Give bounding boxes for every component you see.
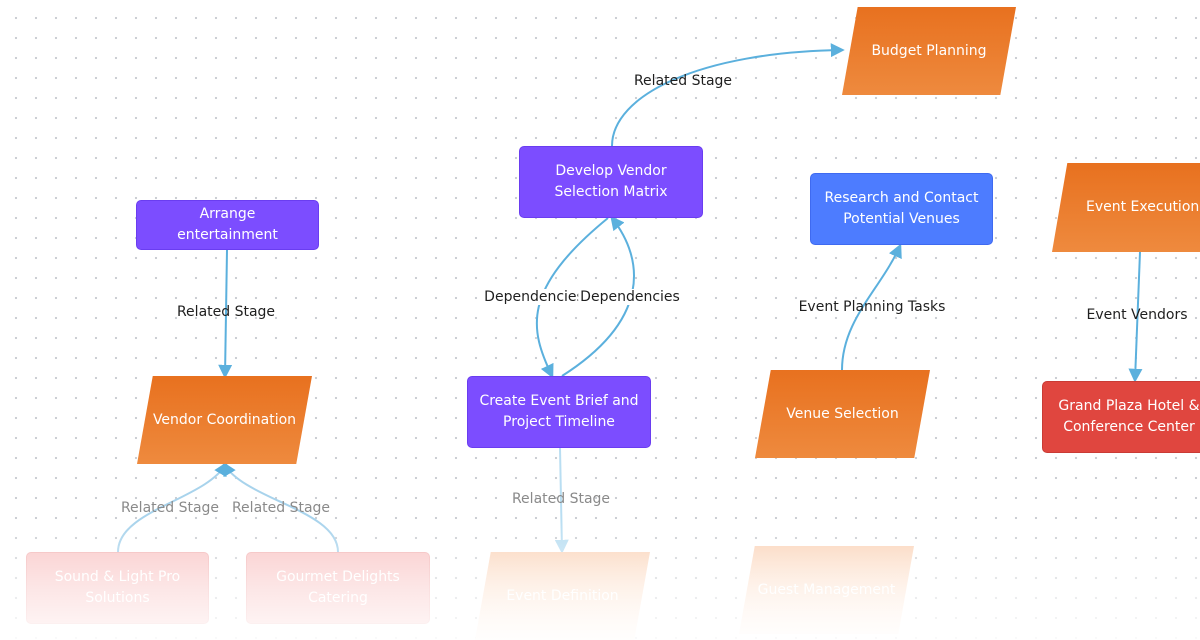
edge-execution-to-grand-plaza[interactable]	[1128, 251, 1143, 383]
node-label: Research and Contact Potential Venues	[824, 190, 979, 227]
edge-label-dependencies: Dependencies	[482, 289, 586, 305]
node-venue-selection[interactable]: Venue Selection	[755, 370, 930, 458]
node-label: Develop Vendor Selection Matrix	[554, 163, 668, 200]
node-label: Grand Plaza Hotel & Conference Center	[1058, 398, 1200, 435]
edge-venue-to-research[interactable]	[841, 243, 902, 371]
node-vendor-coordination[interactable]: Vendor Coordination	[137, 376, 312, 464]
node-label: Create Event Brief and Project Timeline	[479, 393, 639, 430]
node-grand-plaza-hotel[interactable]: Grand Plaza Hotel & Conference Center	[1042, 381, 1200, 453]
node-sound-light-pro[interactable]: Sound & Light Pro Solutions	[26, 552, 209, 624]
node-event-definition[interactable]: Event Definition	[475, 552, 650, 640]
node-research-and-contact-venues[interactable]: Research and Contact Potential Venues	[810, 173, 993, 245]
edge-label-dependencies: Dependencies	[578, 289, 682, 305]
edge-label-related-stage: Related Stage	[176, 304, 276, 320]
node-create-event-brief[interactable]: Create Event Brief and Project Timeline	[467, 376, 651, 448]
node-arrange-entertainment[interactable]: Arrange entertainment	[136, 200, 319, 250]
node-label: Event Execution	[1086, 199, 1200, 215]
node-label: Arrange entertainment	[177, 206, 278, 243]
edge-label-related-stage: Related Stage	[511, 491, 611, 507]
edge-label-related-stage: Related Stage	[633, 73, 733, 89]
edge-label-event-vendors: Event Vendors	[1086, 307, 1188, 323]
node-label: Event Definition	[506, 587, 619, 604]
edge-label-related-stage: Related Stage	[231, 500, 331, 516]
node-label: Gourmet Delights Catering	[276, 569, 400, 606]
node-guest-management[interactable]: Guest Management	[739, 546, 914, 634]
node-develop-vendor-selection-matrix[interactable]: Develop Vendor Selection Matrix	[519, 146, 703, 218]
edge-label-related-stage: Related Stage	[120, 500, 220, 516]
node-label: Vendor Coordination	[152, 411, 297, 428]
node-gourmet-delights[interactable]: Gourmet Delights Catering	[246, 552, 430, 624]
node-event-execution[interactable]: Event Execution	[1052, 163, 1200, 252]
node-label: Guest Management	[757, 581, 896, 598]
edge-label-event-planning-tasks: Event Planning Tasks	[798, 299, 946, 315]
node-label: Venue Selection	[786, 405, 899, 422]
node-label: Budget Planning	[871, 42, 987, 59]
edge-dependencies-left[interactable]	[535, 217, 609, 379]
node-label: Sound & Light Pro Solutions	[54, 569, 181, 606]
edge-arrange-to-vendor-coordination[interactable]	[218, 249, 233, 379]
node-budget-planning[interactable]: Budget Planning	[842, 7, 1016, 95]
edge-develop-to-budget[interactable]	[611, 43, 845, 147]
